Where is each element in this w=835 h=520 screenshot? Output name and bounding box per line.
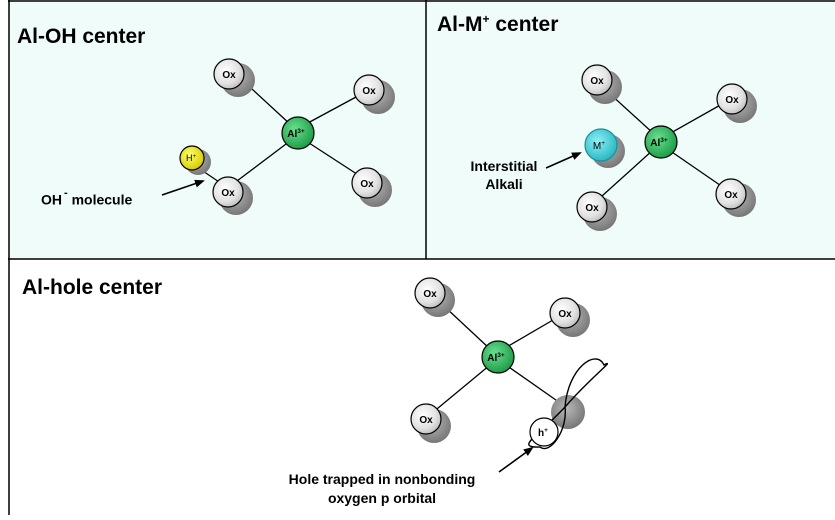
alkali-label: M xyxy=(593,141,601,152)
panel-title-al-hole: Al-hole center xyxy=(22,276,163,299)
oxygen-label: Ox xyxy=(419,415,433,426)
bond-line xyxy=(505,364,564,406)
panel-al-oh-background xyxy=(8,0,426,259)
oxygen-atom-icon: Ox xyxy=(212,176,253,215)
oxygen-atom-icon: Ox xyxy=(414,277,455,317)
oxygen-atom-icon: Ox xyxy=(213,58,255,97)
oxygen-label: Ox xyxy=(362,86,376,97)
arrow-icon xyxy=(161,179,205,196)
p-orbital-icon xyxy=(528,358,609,450)
oxygen-label: Ox xyxy=(590,76,604,87)
svg-text:Al3+: Al3+ xyxy=(287,128,305,140)
oxygen-label: Ox xyxy=(423,289,437,300)
panel-title-al-m-main: Al-M xyxy=(437,13,483,36)
panel-al-m-background xyxy=(426,0,835,259)
molecule-label: molecule xyxy=(71,191,133,208)
oxygen-label: Ox xyxy=(724,190,738,201)
oxygen-atom-icon: Ox xyxy=(581,64,622,104)
oxygen-atom-icon: Ox xyxy=(576,191,617,231)
oxygen-atom-icon: Ox xyxy=(410,403,451,443)
aluminum-label: Al xyxy=(487,353,497,364)
panel-title-al-m-sup: + xyxy=(482,12,490,26)
aluminum-label: Al xyxy=(287,129,297,140)
oh-label: OH xyxy=(41,191,62,208)
hole-trapped-label: Hole trapped in nonbonding oxygen p orbi… xyxy=(252,470,512,508)
oxygen-atom-icon xyxy=(551,395,585,429)
oxygen-label: Ox xyxy=(558,309,572,320)
alkali-charge: + xyxy=(601,140,605,147)
oxygen-label: Ox xyxy=(585,203,599,214)
svg-text:Al3+: Al3+ xyxy=(487,352,505,364)
svg-text:M+: M+ xyxy=(593,140,605,152)
hole-label: h xyxy=(538,428,544,439)
oxygen-atom-icon: Ox xyxy=(549,297,590,337)
hole-icon: h+ xyxy=(529,417,559,447)
bond-line xyxy=(228,140,291,188)
aluminum-charge: 3+ xyxy=(660,137,668,144)
interstitial-alkali-label: Interstitial Alkali xyxy=(462,157,546,193)
oxygen-atom-icon: Ox xyxy=(715,178,756,217)
panel-title-al-m: Al-M+ center xyxy=(437,12,558,37)
aluminum-charge: 3+ xyxy=(297,128,305,135)
interstitial-alkali-line1: Interstitial xyxy=(470,158,538,174)
aluminum-label: Al xyxy=(650,138,660,149)
svg-text:h+: h+ xyxy=(538,427,548,439)
oxygen-atom-icon: Ox xyxy=(716,83,757,123)
svg-text:Al3+: Al3+ xyxy=(650,137,668,149)
oxygen-label: Ox xyxy=(360,179,374,190)
oxygen-label: Ox xyxy=(725,95,739,106)
hole-trapped-line1: Hole trapped in nonbonding xyxy=(288,471,476,487)
oxygen-label: Ox xyxy=(222,70,236,81)
arrow-icon xyxy=(498,446,534,473)
panel-al-hole: Ox Ox Ox h+ Al3+ xyxy=(410,277,609,473)
oh-charge: - xyxy=(64,187,68,199)
interstitial-alkali-line2: Alkali xyxy=(485,176,523,192)
aluminum-charge: 3+ xyxy=(497,352,505,359)
hydrogen-label: H xyxy=(186,153,193,163)
oxygen-label: Ox xyxy=(221,188,235,199)
panel-al-m: Ox Ox Ox Ox Al3+ xyxy=(545,64,757,231)
hole-trapped-line2: oxygen p orbital xyxy=(327,490,437,506)
aluminum-atom-icon: Al3+ xyxy=(644,125,678,159)
alkali-atom-icon: M+ xyxy=(584,128,625,168)
hole-charge: + xyxy=(544,427,548,434)
panel-title-al-m-rest: center xyxy=(495,13,559,36)
oh-molecule-label: OH- molecule xyxy=(41,187,133,208)
oxygen-atom-icon: Ox xyxy=(353,74,395,114)
aluminum-atom-icon: Al3+ xyxy=(281,116,315,150)
svg-text:H+: H+ xyxy=(186,153,197,163)
aluminum-atom-icon: Al3+ xyxy=(481,340,515,374)
arrow-icon xyxy=(545,152,582,169)
hydrogen-atom-icon: H+ xyxy=(179,145,211,175)
panel-al-oh: Ox Ox Ox Ox Al3+ xyxy=(161,58,395,215)
oxygen-atom-icon: Ox xyxy=(351,167,392,207)
panel-title-al-oh: Al-OH center xyxy=(17,25,146,48)
hydrogen-charge: + xyxy=(192,154,196,160)
